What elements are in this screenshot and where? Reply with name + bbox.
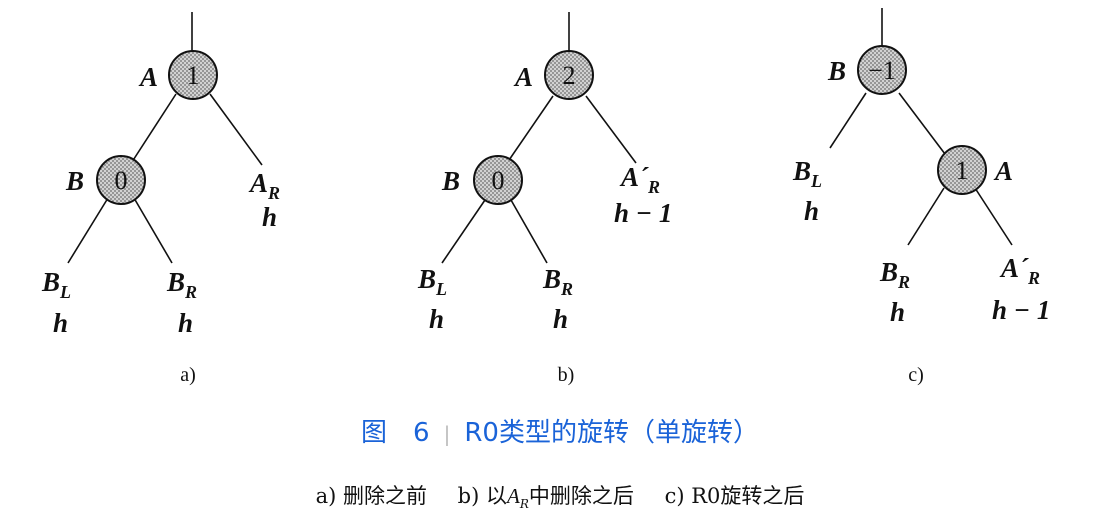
node-B	[473, 155, 523, 205]
leaf-BR-height: h	[178, 308, 193, 338]
edge-A-AR	[974, 187, 1013, 246]
leaf-BR: BR	[879, 257, 910, 292]
panel-b: 2 A 0 B A´R h − 1 BL h BR h b)	[417, 12, 672, 386]
legend-item-b: b) 以AR中删除之后	[457, 484, 634, 512]
node-B	[857, 45, 907, 95]
leaf-BR: BR	[166, 267, 197, 302]
edge-B-BL	[829, 92, 867, 149]
node-A-label: A	[513, 62, 533, 92]
node-B	[96, 155, 146, 205]
legend-item-a: a) 删除之前	[315, 484, 427, 508]
edge-A-B	[506, 95, 554, 164]
node-A-balance: 2	[563, 61, 576, 90]
leaf-AR-prime-height: h − 1	[992, 295, 1050, 325]
edge-B-A	[898, 92, 946, 155]
node-A-label: A	[138, 62, 158, 92]
node-B-balance: −1	[868, 56, 896, 85]
figure-number: 图 6	[361, 418, 430, 448]
edge-A-BR	[907, 187, 945, 246]
node-B-balance: 0	[115, 166, 128, 195]
leaf-BR-height: h	[553, 304, 568, 334]
node-B-label: B	[441, 166, 460, 196]
leaf-AR: AR	[248, 168, 280, 203]
panel-legend: a) 删除之前 b) 以AR中删除之后 c) R0旋转之后	[0, 480, 1120, 511]
leaf-BR: BR	[542, 264, 573, 299]
edge-A-AR	[209, 93, 263, 166]
leaf-AR-height: h	[262, 202, 277, 232]
node-A	[937, 145, 987, 195]
figure-caption: 图 6 | R0类型的旋转（单旋转）	[0, 412, 1120, 449]
leaf-AR-prime: A´R	[619, 162, 660, 197]
leaf-BL-height: h	[53, 308, 68, 338]
leaf-AR-prime-height: h − 1	[614, 198, 672, 228]
edge-A-B	[129, 93, 177, 166]
leaf-BL: BL	[417, 264, 447, 299]
panel-b-label: b)	[558, 364, 575, 386]
panel-a: 1 A 0 B AR h BL h BR h a)	[41, 12, 280, 386]
node-A-label: A	[993, 156, 1013, 186]
node-B-label: B	[65, 166, 84, 196]
node-A-balance: 1	[187, 61, 200, 90]
edge-B-BL	[67, 197, 109, 264]
leaf-AR-prime: A´R	[999, 253, 1040, 288]
edge-B-BL	[441, 199, 486, 264]
leaf-BL: BL	[792, 156, 822, 191]
leaf-BL: BL	[41, 267, 71, 302]
leaf-BR-height: h	[890, 297, 905, 327]
node-A-balance: 1	[956, 156, 969, 185]
caption-separator: |	[443, 422, 451, 446]
edge-A-AR	[585, 95, 637, 164]
panel-a-label: a)	[180, 364, 196, 386]
node-A	[544, 50, 594, 100]
node-A	[168, 50, 218, 100]
node-B-balance: 0	[492, 166, 505, 195]
edge-B-BR	[510, 199, 548, 264]
panel-c: −1 B 1 A BL h BR h A´R h − 1 c)	[792, 8, 1050, 386]
edge-B-BR	[133, 197, 173, 264]
legend-item-c: c) R0旋转之后	[664, 484, 805, 508]
leaf-BL-height: h	[429, 304, 444, 334]
node-B-label: B	[827, 56, 846, 86]
panel-c-label: c)	[908, 364, 924, 386]
leaf-BL-height: h	[804, 196, 819, 226]
figure-title: R0类型的旋转（单旋转）	[464, 418, 759, 448]
